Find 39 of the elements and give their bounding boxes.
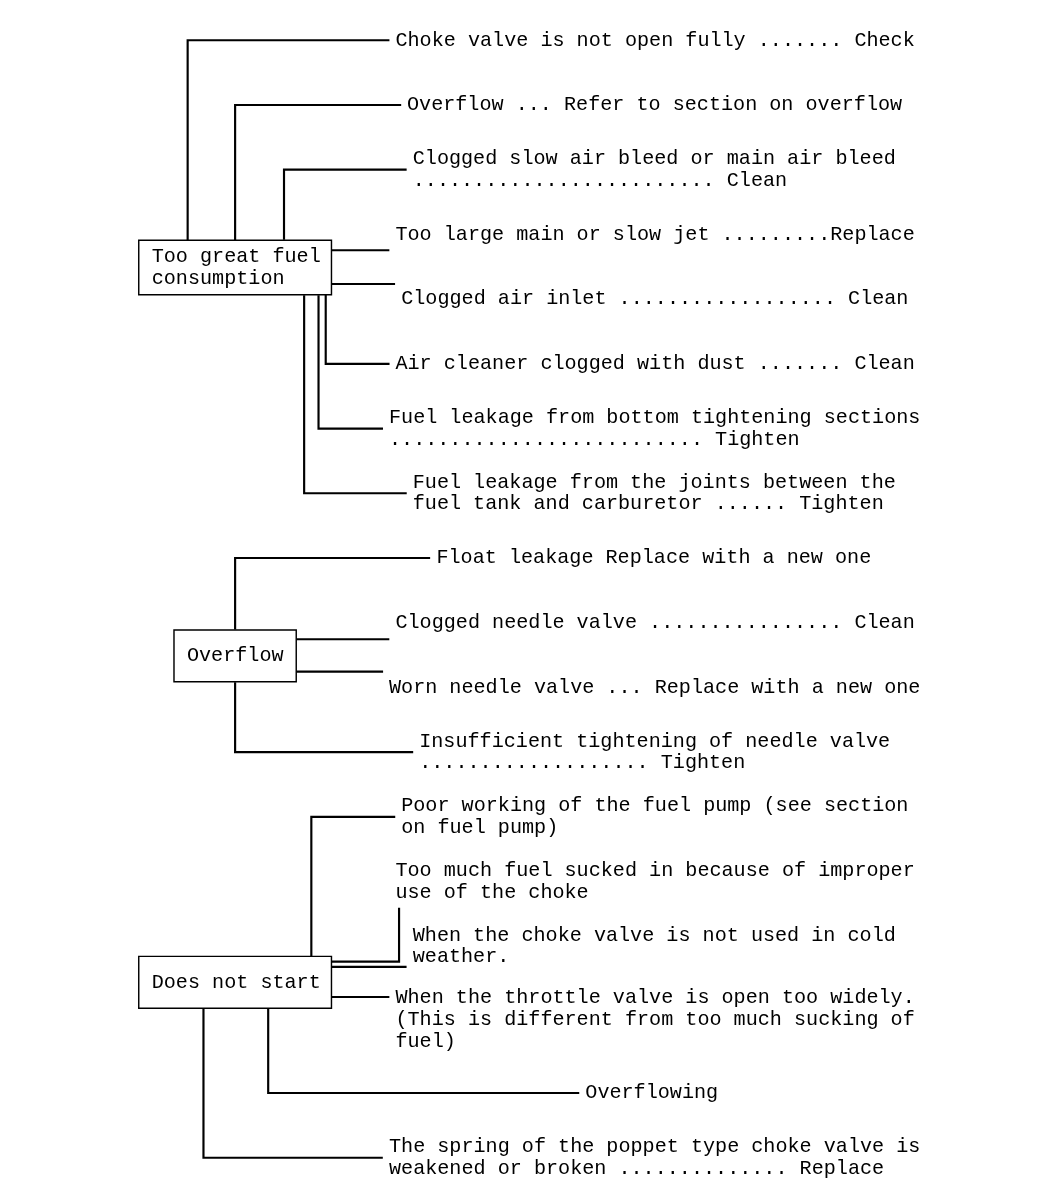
node-text: When the throttle valve is open too widely. (This is different from too much sucking of fuel): [395, 986, 915, 1053]
node-text: Worn needle valve ... Replace with a new one: [389, 675, 921, 699]
connector: [331, 965, 407, 968]
connector: [282, 168, 407, 240]
connector: [234, 556, 431, 630]
node-text: Air cleaner clogged with dust ....... Clean: [395, 352, 915, 376]
node-text: Float leakage Replace with a new one: [436, 546, 872, 570]
node-text: Overflow ... Refer to section on overflow: [406, 93, 903, 117]
node-text: Overflowing: [585, 1081, 719, 1105]
node-text: Insufficient tightening of needle valve ................... Tighten: [419, 729, 891, 775]
node-text: Poor working of the fuel pump (see section on fuel pump): [401, 794, 909, 839]
node-box: Does not start: [138, 955, 333, 1009]
connector: [310, 815, 396, 957]
connector: [331, 907, 401, 963]
connector: [186, 39, 390, 241]
node-text: Clogged needle valve ................ Clean: [395, 611, 915, 635]
connector: [234, 682, 414, 754]
connector: [331, 282, 396, 286]
node-text: Clogged air inlet .................. Clean: [401, 287, 909, 311]
node-text: Clogged slow air bleed or main air bleed ......................... Clean: [412, 147, 896, 192]
connector: [296, 670, 384, 673]
node-text: The spring of the poppet type choke valve is weakened or broken .............. Replace: [389, 1135, 921, 1180]
node-text: When the choke valve is not used in cold weather.: [412, 923, 896, 969]
connector: [296, 638, 390, 641]
node-text: Choke valve is not open fully ....... Check: [395, 28, 915, 52]
node-text: Too large main or slow jet .........Replace: [395, 222, 915, 246]
connector: [317, 295, 383, 430]
connector: [303, 295, 407, 495]
node-text: Fuel leakage from bottom tightening sections .......................... Tighten: [389, 406, 921, 451]
connector: [324, 294, 390, 365]
node-text: Fuel leakage from the joints between the fuel tank and carburetor ...... Tighten: [412, 470, 896, 516]
node-box: Overflow: [173, 629, 297, 683]
node-box: Too great fuel consumption: [138, 239, 333, 296]
connector: [331, 995, 390, 999]
node-text: Too much fuel sucked in because of improper use of the choke: [395, 859, 915, 904]
connector: [234, 103, 402, 240]
connector: [331, 249, 390, 252]
connector: [267, 1008, 580, 1095]
connector: [202, 1008, 383, 1159]
